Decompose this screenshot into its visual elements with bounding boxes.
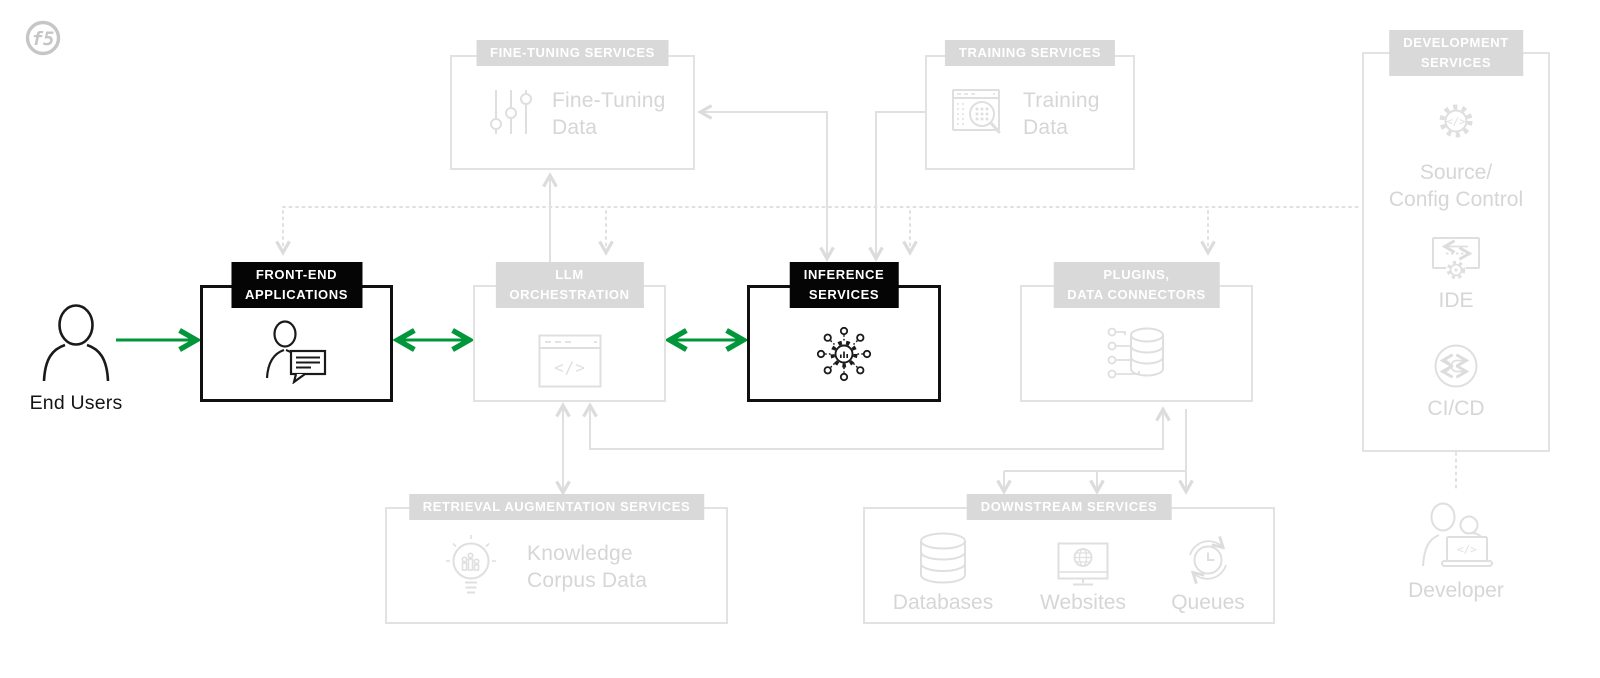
person-icon <box>37 304 115 386</box>
downstream-label: Queues <box>1171 591 1245 614</box>
knowledge-bulb-icon <box>443 534 499 600</box>
developer-icon: </> <box>1416 500 1496 568</box>
svg-text:f5: f5 <box>32 28 55 50</box>
svg-text:</>: </> <box>1457 543 1477 556</box>
downstream-databases: Databases <box>868 528 1018 615</box>
node-item-label: Training Data <box>1023 89 1100 140</box>
node-header: FRONT-END APPLICATIONS <box>230 262 363 309</box>
end-users-actor: End Users <box>25 304 127 415</box>
downstream-label: Databases <box>892 591 994 614</box>
svg-text:</>: </> <box>554 358 586 377</box>
node-plugins-data-connectors: PLUGINS, DATA CONNECTORS <box>1020 262 1253 402</box>
node-box <box>863 507 1275 624</box>
cicd-icon <box>1430 340 1482 392</box>
node-front-end-applications: FRONT-END APPLICATIONS <box>200 262 393 402</box>
node-header: TRAINING SERVICES <box>944 40 1116 67</box>
node-header: INFERENCE SERVICES <box>789 262 899 309</box>
dev-item-label: CI/CD <box>1427 397 1485 420</box>
f5-logo-icon: f5 <box>25 20 61 56</box>
node-item-label: Knowledge Corpus Data <box>527 542 648 593</box>
website-icon <box>1018 528 1148 588</box>
sliders-icon <box>488 86 534 140</box>
node-header: LLM ORCHESTRATION <box>495 262 644 309</box>
node-header: PLUGINS, DATA CONNECTORS <box>1053 262 1220 309</box>
database-icon <box>868 528 1018 588</box>
node-item-label: Fine-Tuning Data <box>552 89 666 140</box>
node-header: DEVELOPMENT SERVICES <box>1389 30 1523 77</box>
node-fine-tuning-services: FINE-TUNING SERVICES Fine-Tuning Data <box>450 40 695 170</box>
node-header: RETRIEVAL AUGMENTATION SERVICES <box>408 494 705 521</box>
node-development-services: DEVELOPMENT SERVICES </> Source/ Config … <box>1362 30 1550 602</box>
dev-item-label: IDE <box>1438 289 1474 312</box>
node-inference-services: INFERENCE SERVICES <box>747 262 941 402</box>
end-users-label: End Users <box>29 392 123 414</box>
developer-label: Developer <box>1408 579 1504 602</box>
code-window-icon: </> <box>538 334 602 388</box>
user-chat-icon <box>264 320 328 385</box>
data-table-search-icon <box>951 86 1009 140</box>
downstream-websites: Websites <box>1018 528 1148 615</box>
downstream-queues: Queues <box>1148 528 1268 615</box>
node-downstream-services: DOWNSTREAM SERVICES Databases <box>863 494 1275 624</box>
downstream-label: Websites <box>1040 591 1126 614</box>
node-header: DOWNSTREAM SERVICES <box>966 494 1172 521</box>
data-connector-icon <box>1104 322 1168 388</box>
node-training-services: TRAINING SERVICES Training <box>925 40 1135 170</box>
dev-item-label: Source/ Config Control <box>1388 161 1524 211</box>
node-llm-orchestration: LLM ORCHESTRATION </> <box>473 262 666 402</box>
svg-text:</>: </> <box>1447 116 1466 128</box>
node-header: FINE-TUNING SERVICES <box>476 40 669 67</box>
node-retrieval-augmentation-services: RETRIEVAL AUGMENTATION SERVICES Knowledg… <box>385 494 728 624</box>
queue-icon <box>1148 528 1268 588</box>
ide-icon <box>1431 236 1481 286</box>
ai-gear-network-icon <box>815 324 873 384</box>
gear-code-icon: </> <box>1430 96 1482 148</box>
